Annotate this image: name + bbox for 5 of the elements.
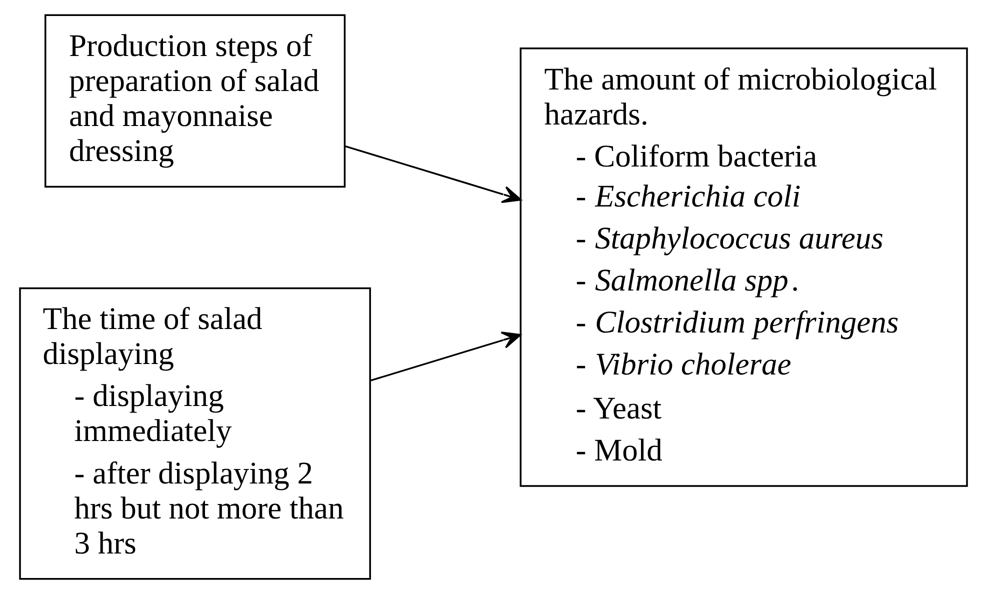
- arrow: [344, 145, 522, 204]
- node-box: The amount of microbiological hazards. - Coliform bacteria - Escherichia coli - Staphylococcus aureus - Salmonella spp. - Clostridium perfringens - Vibrio cholerae - Yeast - Mold: [520, 48, 968, 487]
- node-box: Production steps of preparation of salad and mayonnaise dressing: [44, 14, 346, 188]
- node-box: The time of salad displaying - displaying immediately - after displaying 2 hrs but not more than 3 hrs: [19, 287, 371, 580]
- arrow: [370, 332, 522, 382]
